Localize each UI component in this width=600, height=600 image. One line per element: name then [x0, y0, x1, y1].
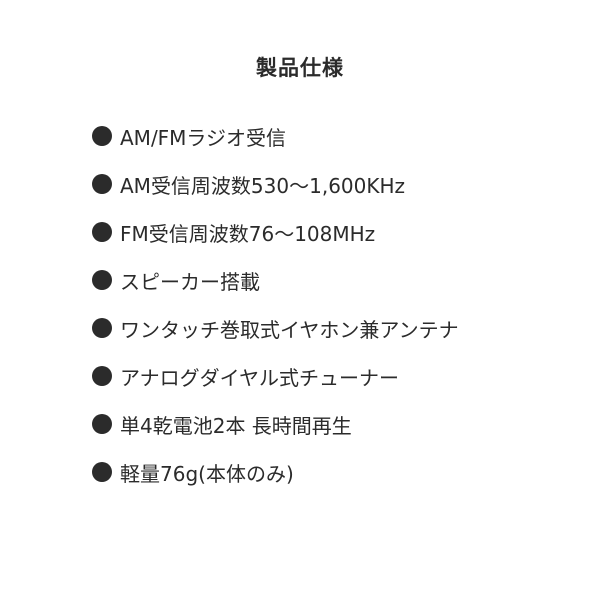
bullet-icon	[92, 366, 112, 386]
spec-list: AM/FMラジオ受信 AM受信周波数530〜1,600KHz FM受信周波数76…	[92, 112, 459, 496]
bullet-icon	[92, 462, 112, 482]
page-title: 製品仕様	[256, 56, 344, 80]
bullet-icon	[92, 318, 112, 338]
bullet-icon	[92, 126, 112, 146]
spec-item-label: AM受信周波数530〜1,600KHz	[120, 173, 406, 198]
spec-item: 単4乾電池2本 長時間再生	[92, 400, 459, 448]
spec-item-label: ワンタッチ巻取式イヤホン兼アンテナ	[120, 317, 459, 342]
spec-item-label: スピーカー搭載	[120, 269, 260, 294]
spec-item: FM受信周波数76〜108MHz	[92, 208, 459, 256]
bullet-icon	[92, 270, 112, 290]
spec-item-label: FM受信周波数76〜108MHz	[120, 221, 376, 246]
spec-item-label: 単4乾電池2本 長時間再生	[120, 413, 352, 438]
spec-item: AM受信周波数530〜1,600KHz	[92, 160, 459, 208]
bullet-icon	[92, 222, 112, 242]
spec-item-label: アナログダイヤル式チューナー	[120, 365, 399, 390]
bullet-icon	[92, 174, 112, 194]
spec-item: ワンタッチ巻取式イヤホン兼アンテナ	[92, 304, 459, 352]
spec-item: AM/FMラジオ受信	[92, 112, 459, 160]
spec-item-label: AM/FMラジオ受信	[120, 125, 287, 150]
spec-item: アナログダイヤル式チューナー	[92, 352, 459, 400]
spec-item: スピーカー搭載	[92, 256, 459, 304]
bullet-icon	[92, 414, 112, 434]
spec-item: 軽量76g(本体のみ)	[92, 448, 459, 496]
spec-item-label: 軽量76g(本体のみ)	[120, 461, 294, 486]
